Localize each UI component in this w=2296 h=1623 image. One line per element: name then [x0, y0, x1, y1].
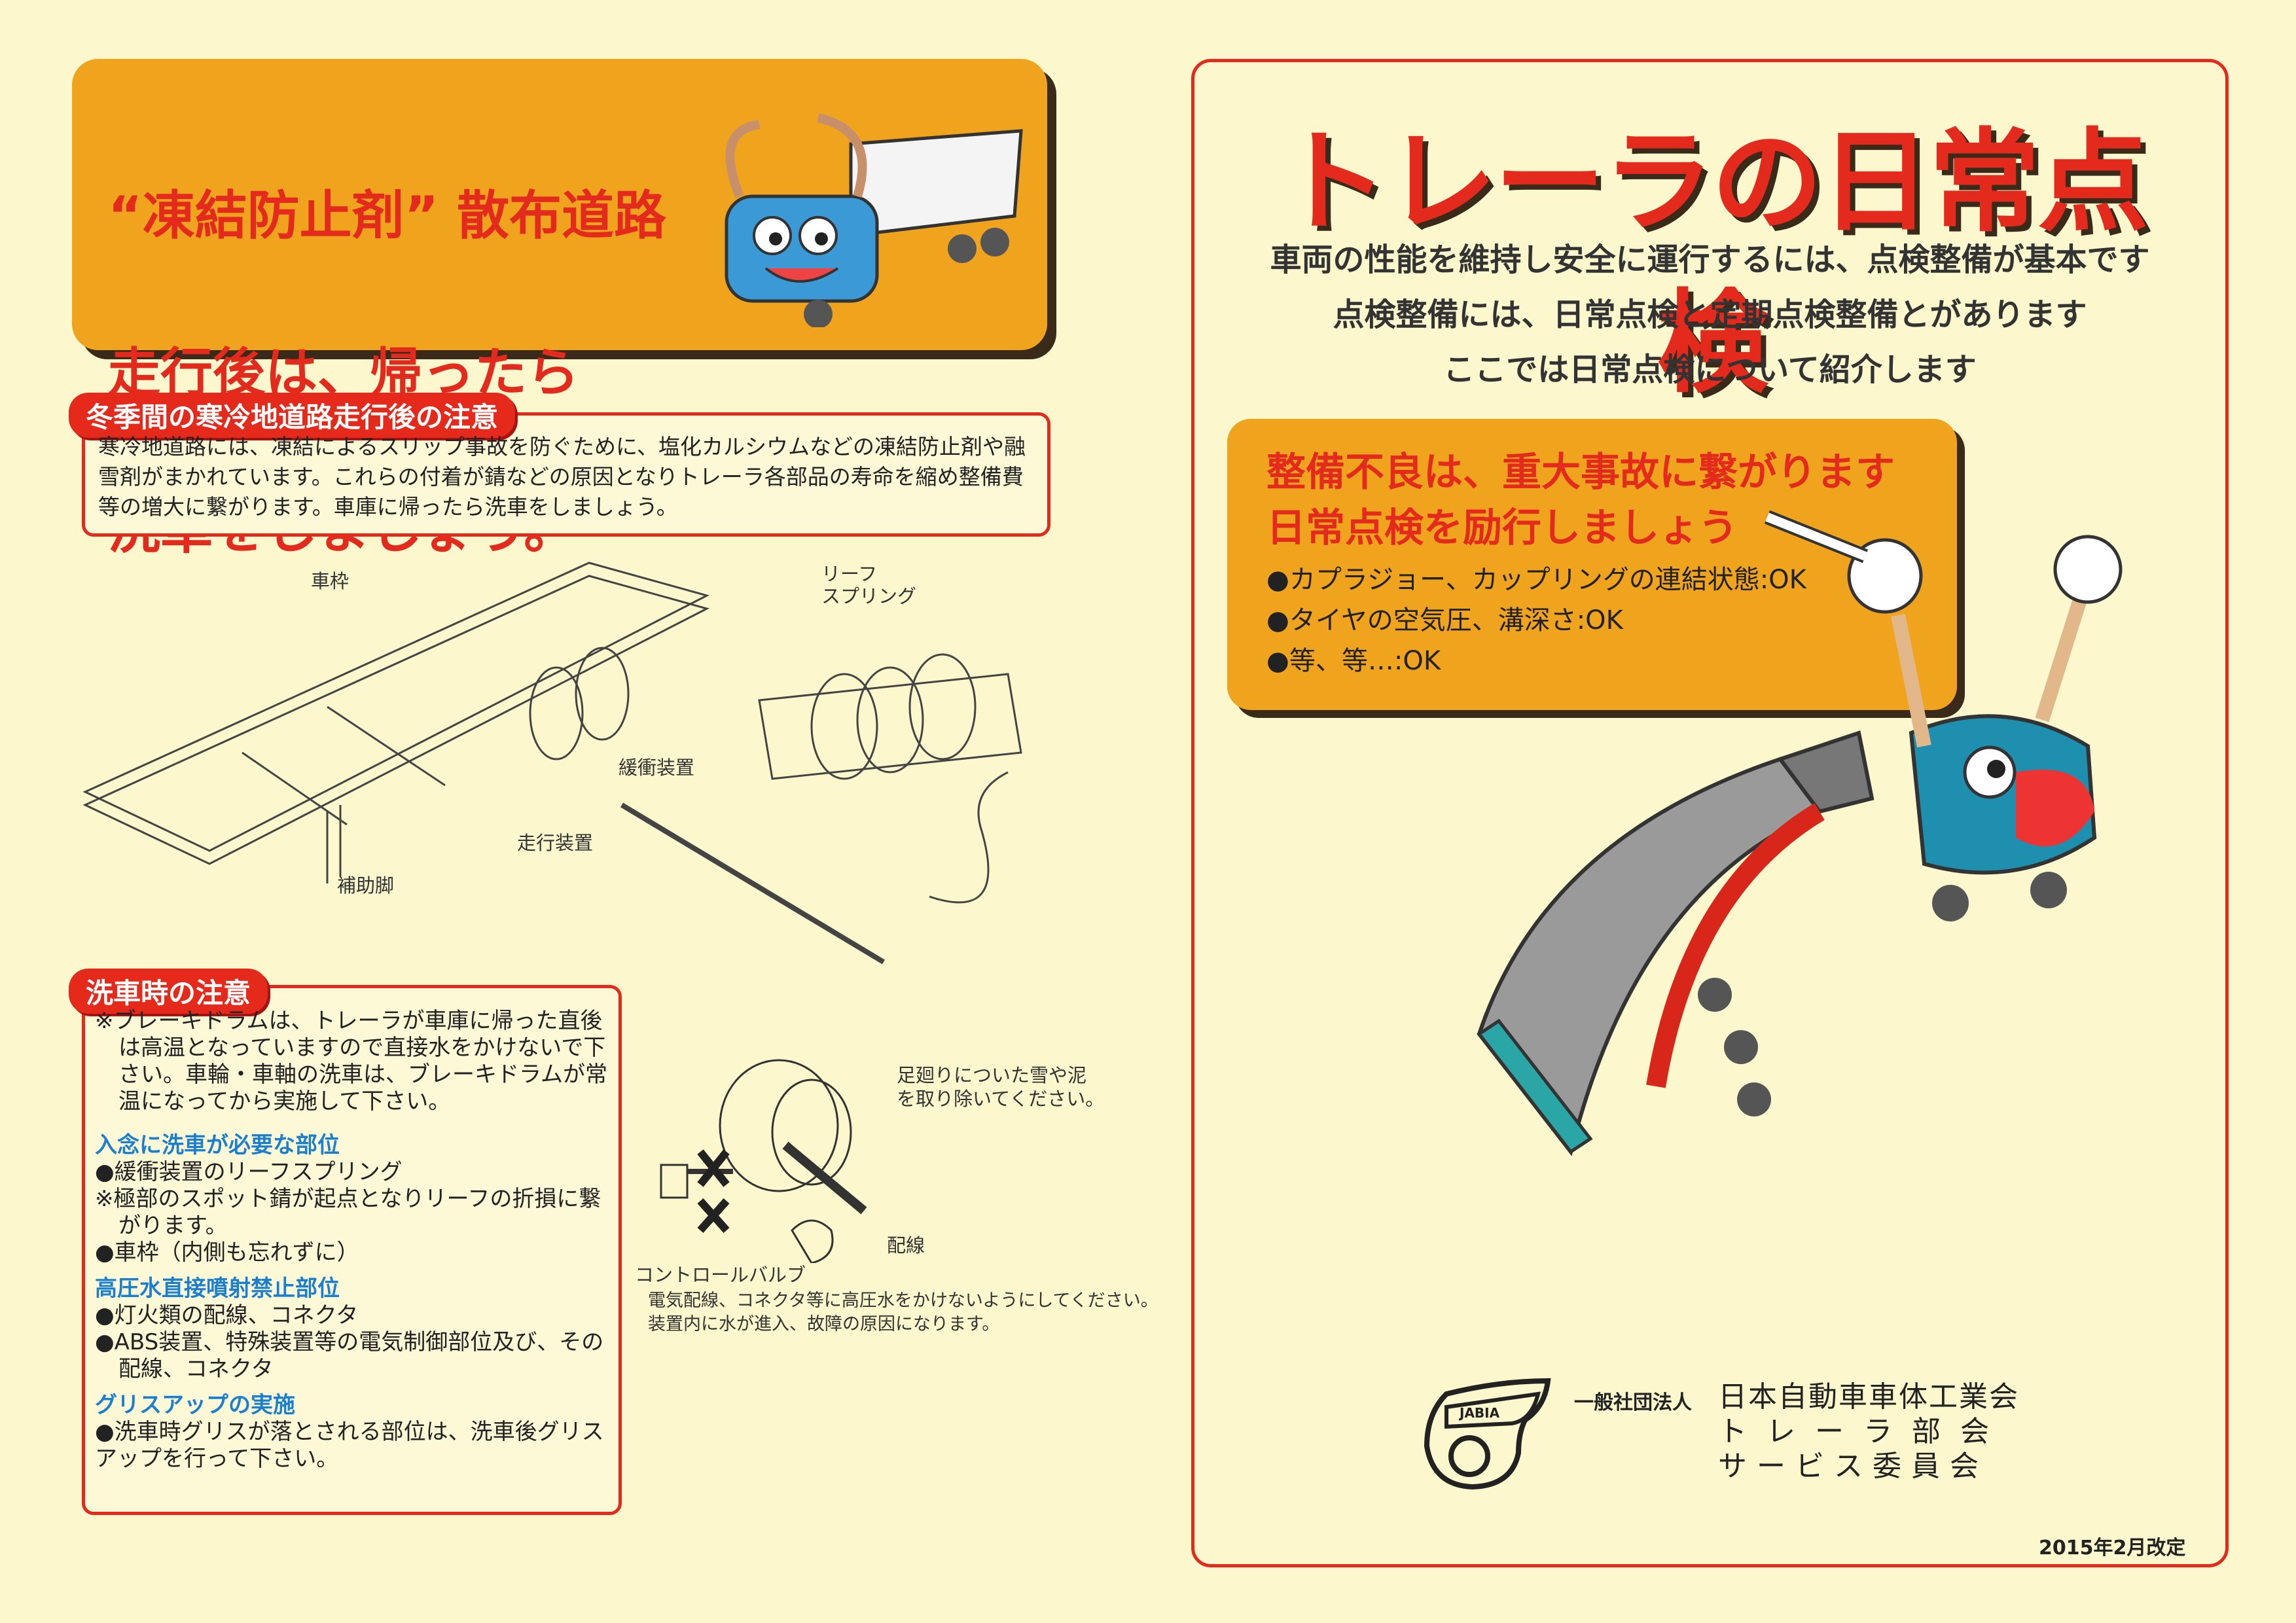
check-list: ●カプラジョー、カップリングの連結状態:OK ●タイヤの空気圧、溝深さ:OK ●…	[1266, 560, 1806, 681]
winter-section-label: 冬季間の寒冷地道路走行後の注意	[69, 393, 516, 438]
label-frame: 車枠	[311, 570, 350, 592]
label-snow-mud: 足廻りについた雪や泥 を取り除いてください。	[897, 1064, 1105, 1110]
label-suspension: 緩衝装置	[619, 757, 695, 779]
label-leaf-spring: リーフ スプリング	[821, 563, 917, 607]
truck-mascot-illustration	[725, 113, 1023, 327]
group-heading: グリスアップの実施	[95, 1392, 295, 1418]
wash-note: ※ブレーキドラムは、トレーラが車庫に帰った直後は高温となっていますので直接水をか…	[95, 1008, 607, 1115]
revision-date: 2015年2月改定	[2039, 1537, 2186, 1560]
svg-text:JABIA: JABIA	[1458, 1405, 1500, 1421]
trailer-mascot-illustration	[1477, 510, 2123, 1156]
check-item: ●タイヤの空気圧、溝深さ:OK	[1266, 605, 1623, 635]
label-wiring: 配線	[887, 1234, 925, 1257]
subtitle: 車両の性能を維持し安全に運行するには、点検整備が基本です 点検整備には、日常点検…	[1204, 232, 2215, 397]
subtitle-line: ここでは日常点検について紹介します	[1443, 351, 1977, 388]
group-item: ※極部のスポット錆が起点となりリーフの折損に繋がります。	[95, 1186, 601, 1239]
right-panel	[1191, 59, 2229, 1567]
group-item: ●車枠（内側も忘れずに）	[95, 1240, 359, 1266]
caution-text: 電気配線、コネクタ等に高圧水をかけないようにしてください。 装置内に水が進入、故…	[648, 1291, 1158, 1334]
winter-section-text: 寒冷地道路には、凍結によるスリップ事故を防ぐために、塩化カルシウムなどの凍結防止…	[98, 434, 1026, 520]
group-item: ●灯火類の配線、コネクタ	[95, 1302, 359, 1329]
org-line: トレーラ部会	[1718, 1415, 2009, 1448]
check-item: ●等、等…:OK	[1266, 646, 1441, 676]
org-name: 日本自動車車体工業会 トレーラ部会 サービス委員会	[1718, 1380, 2019, 1484]
label-support-leg: 補助脚	[337, 874, 395, 897]
org-line: サービス委員会	[1718, 1450, 1988, 1483]
org-line: 日本自動車車体工業会	[1718, 1380, 2019, 1414]
check-title-line: 整備不良は、重大事故に繋がります	[1266, 450, 1895, 495]
group-item: ●緩衝装置のリーフスプリング	[95, 1159, 403, 1185]
wash-section-content: ※ブレーキドラムは、トレーラが車庫に帰った直後は高温となっていますので直接水をか…	[95, 1008, 612, 1472]
wash-section-box	[82, 985, 622, 1515]
check-title-line: 日常点検を励行しましょう	[1266, 505, 1738, 551]
group-heading: 入念に洗車が必要な部位	[95, 1132, 340, 1158]
trailer-chassis-diagram	[82, 562, 1022, 965]
page-title: トレーラの日常点検	[1276, 118, 2149, 408]
group-heading: 高圧水直接噴射禁止部位	[95, 1275, 340, 1302]
check-box	[1227, 419, 1957, 710]
group-item: ●ABS装置、特殊装置等の電気制御部位及び、その配線、コネクタ	[95, 1329, 604, 1382]
wheel-wiring-diagram	[660, 1059, 867, 1263]
org-type: 一般社団法人	[1574, 1391, 1692, 1414]
banner-line: “凍結防止剤” 散布道路	[108, 185, 667, 246]
subtitle-line: 点検整備には、日常点検と定期点検整備とがあります	[1333, 296, 2087, 333]
wash-section-label: 洗車時の注意	[69, 969, 268, 1014]
label-running-gear: 走行装置	[517, 832, 594, 854]
label-control-valve: コントロールバルブ	[635, 1264, 806, 1286]
subtitle-line: 車両の性能を維持し安全に運行するには、点検整備が基本です	[1270, 241, 2150, 278]
check-item: ●カプラジョー、カップリングの連結状態:OK	[1266, 565, 1806, 595]
check-box-title: 整備不良は、重大事故に繋がります 日常点検を励行しましょう	[1266, 445, 1895, 556]
group-item: ●洗車時グリスが落とされる部位は、洗車後グリスアップを行って下さい。	[95, 1419, 604, 1472]
jabia-logo: JABIA	[1424, 1378, 1551, 1490]
